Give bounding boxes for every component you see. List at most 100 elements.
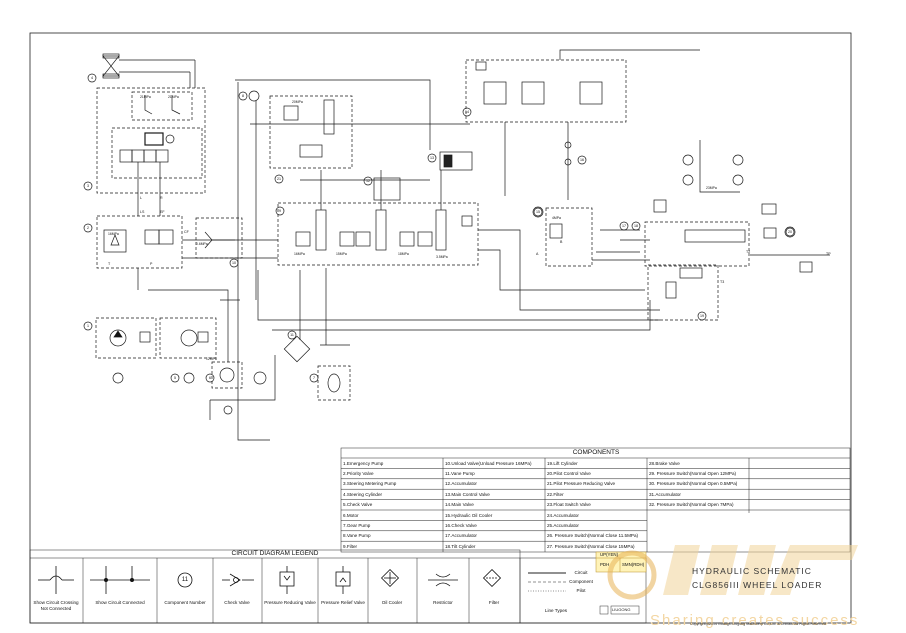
component-callout-number: 11: [290, 332, 294, 337]
uptype-cell-pdh: PDH: [600, 562, 610, 567]
legend-item-label: Pressure Relief Valve: [321, 600, 365, 605]
circuit-lines: [148, 49, 700, 441]
port-label: R: [160, 196, 163, 200]
legend-item-label: Check Valve: [224, 600, 250, 605]
component-callout-number: 3: [87, 183, 89, 188]
component-entry: 12.Accumulator: [445, 481, 477, 487]
pilot-reducing-valve: [248, 90, 353, 169]
component-entry: 21.Pilot Pressure Reducing Valve: [547, 481, 616, 487]
port-label: T2: [746, 250, 751, 254]
component-entry: 11.Vane Pump: [445, 470, 475, 476]
component-entry: 24.Accumulator: [547, 512, 579, 518]
component-entry: 25.Accumulator: [547, 522, 579, 528]
steering-metering-pump-3: [96, 87, 206, 194]
component-entry: 16.Check Valve: [445, 522, 477, 528]
component-entry: 30. Pressure Switch(Normal Open 0.5MPa): [649, 481, 738, 487]
component-entry: 5.Check Valve: [343, 502, 373, 508]
pressure-relief-valve-icon: [335, 566, 351, 594]
callout-circles: [83, 73, 795, 383]
port-label: B: [560, 240, 563, 244]
component-callout-number: 10: [232, 260, 236, 265]
component-entry: 8.Vane Pump: [343, 533, 371, 539]
components-table-grid: [340, 447, 851, 553]
pressure-label: 23MPa: [706, 186, 717, 190]
component-callout-number: 21: [277, 176, 281, 181]
component-entry: 22.Filter: [547, 491, 564, 497]
component-entry: 4.Steering Cylinder: [343, 491, 383, 497]
component-entry: 10.Unload Valve(Unload Pressure 16MPa): [445, 460, 532, 466]
cooler-group: [283, 335, 351, 401]
component-entry: 6.Motor: [343, 512, 359, 518]
pressure-label: 21MPa: [140, 95, 151, 99]
component-entry: 26. Pressure Switch(Normal Close 11.5MPa…: [547, 533, 639, 539]
port-label: EF: [160, 210, 165, 214]
component-callout-number: 1: [87, 323, 89, 328]
line-type-pilot: Pilot: [576, 588, 586, 593]
pressure-label: 4MPa: [552, 216, 561, 220]
component-entry: 3.Steering Metering Pump: [343, 481, 397, 487]
copyright-text: Copyright@2014 Guangxi Liugong Machinery…: [690, 622, 826, 626]
line-type-circuit: Circuit: [574, 570, 588, 575]
legend-item-label: Pressure Reducing Valve: [264, 600, 316, 605]
component-entry: 27. Pressure Switch(Normal Close 15MPa): [547, 543, 635, 549]
component-entry: 1.Emergency Pump: [343, 460, 384, 466]
component-entry: 32. Pressure Switch(Normal Open 7MPa): [649, 502, 734, 508]
pressure-reducing-valve-icon: [279, 566, 295, 594]
components-title: COMPONENTS: [572, 449, 620, 456]
component-entry: 20.Pilot Control Valve: [547, 470, 591, 476]
steering-cylinder-4: [102, 53, 196, 88]
brake-valve-group: [644, 140, 830, 321]
pressure-label: 21MPa: [168, 95, 179, 99]
component-callout-number: 2: [87, 225, 89, 230]
component-entry: 23.Float Switch Valve: [547, 502, 591, 508]
line-type-component: Component: [569, 579, 593, 584]
logo-text: LIUGONG: [612, 607, 631, 612]
legend-item-label: Filter: [488, 600, 500, 605]
component-entry: 15.Hydraulic Oil Cooler: [445, 512, 493, 518]
port-label: P: [150, 262, 153, 266]
component-entry: 28.Brake Valve: [649, 460, 680, 466]
legend-item-label: Show Circuit Connected: [95, 600, 145, 605]
pressure-label: 20MPa: [292, 100, 303, 104]
component-number-symbol: 11: [181, 577, 189, 583]
filter-icon: [482, 568, 502, 588]
line-types-label: Line Types: [544, 608, 568, 613]
crossing-not-connected-icon: [38, 566, 74, 594]
watermark-text: Sharing creates success: [650, 612, 860, 629]
component-entry: 17.Accumulator: [445, 533, 477, 539]
restrictor-icon: [428, 573, 458, 587]
component-entry: 18.Tilt Cylinder: [445, 543, 476, 549]
schematic-area: [83, 49, 830, 441]
port-label: A: [536, 252, 539, 256]
component-entry: 14.Main Valve: [445, 502, 474, 508]
component-callout-number: 18: [634, 223, 638, 228]
legend-item-label: Restrictor: [433, 600, 453, 605]
component-callout-number: 14: [465, 109, 469, 114]
component-entry: 31.Accumulator: [649, 491, 681, 497]
component-entry: 2.Priority Valve: [343, 470, 374, 476]
component-entry: 13.Main Control Valve: [445, 491, 490, 497]
component-entry: 7.Gear Pump: [343, 522, 371, 528]
port-label: T: [108, 262, 111, 266]
component-entry: 19.Lift Cylinder: [547, 460, 578, 466]
component-callout-number: 15: [536, 209, 540, 214]
circuit-connected-icon: [90, 566, 150, 594]
lift-cylinder-group: [373, 151, 473, 201]
check-valve-18: [195, 217, 243, 259]
port-label: LS: [140, 210, 145, 214]
port-label: CF: [184, 230, 189, 234]
port-label: L: [140, 196, 142, 200]
component-callout-number: 6: [209, 375, 211, 380]
component-callout-number: 8: [242, 93, 244, 98]
float-switch-group: [532, 206, 593, 267]
main-control-valve: [277, 170, 479, 266]
component-callout-number: 19: [700, 313, 704, 318]
uptype-header: UP(YEN): [600, 552, 619, 557]
component-entry: 9.Filter: [343, 543, 358, 549]
component-callout-number: 12: [366, 178, 370, 183]
pressure-label: 16MPa: [294, 252, 305, 256]
watermark-logo: [607, 545, 858, 600]
pressure-label: 3.5MPa: [436, 255, 448, 259]
emergency-pump-group: [95, 317, 217, 384]
